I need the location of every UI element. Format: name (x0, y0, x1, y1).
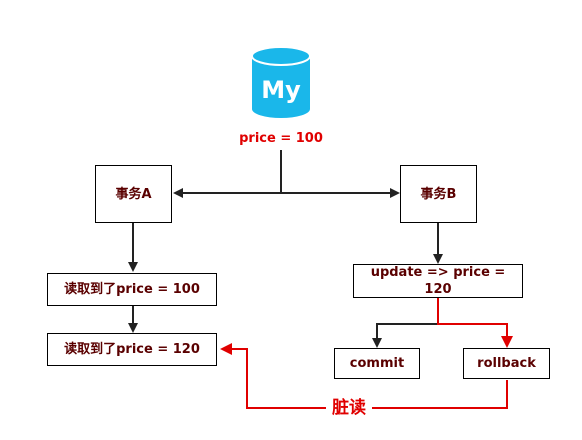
update-text: update => price = 120 (370, 265, 506, 297)
read1-text: 读取到了price = 100 (64, 282, 200, 297)
arrow-update-to-rollback (437, 298, 513, 348)
mysql-database-icon: My (251, 46, 311, 118)
transaction-a-title: 事务A (115, 186, 152, 202)
transaction-b-title: 事务B (420, 186, 457, 202)
rollback-box: rollback (463, 348, 550, 379)
database-icon-text: My (261, 76, 301, 104)
update-box: update => price = 120 (353, 264, 523, 298)
transaction-a-box: 事务A (95, 165, 172, 223)
dirty-read-label: 脏读 (326, 396, 372, 420)
commit-box: commit (334, 348, 420, 379)
db-price-label: price = 100 (239, 131, 323, 146)
dirty-read-arrow (220, 343, 508, 409)
rollback-text: rollback (477, 356, 536, 371)
transaction-b-box: 事务B (400, 165, 477, 223)
arrow-update-to-commit (372, 298, 439, 348)
transaction-a-read1-box: 读取到了price = 100 (47, 273, 217, 306)
transaction-a-read2-box: 读取到了price = 120 (47, 333, 217, 366)
commit-text: commit (349, 356, 405, 371)
read2-text: 读取到了price = 120 (64, 342, 200, 357)
